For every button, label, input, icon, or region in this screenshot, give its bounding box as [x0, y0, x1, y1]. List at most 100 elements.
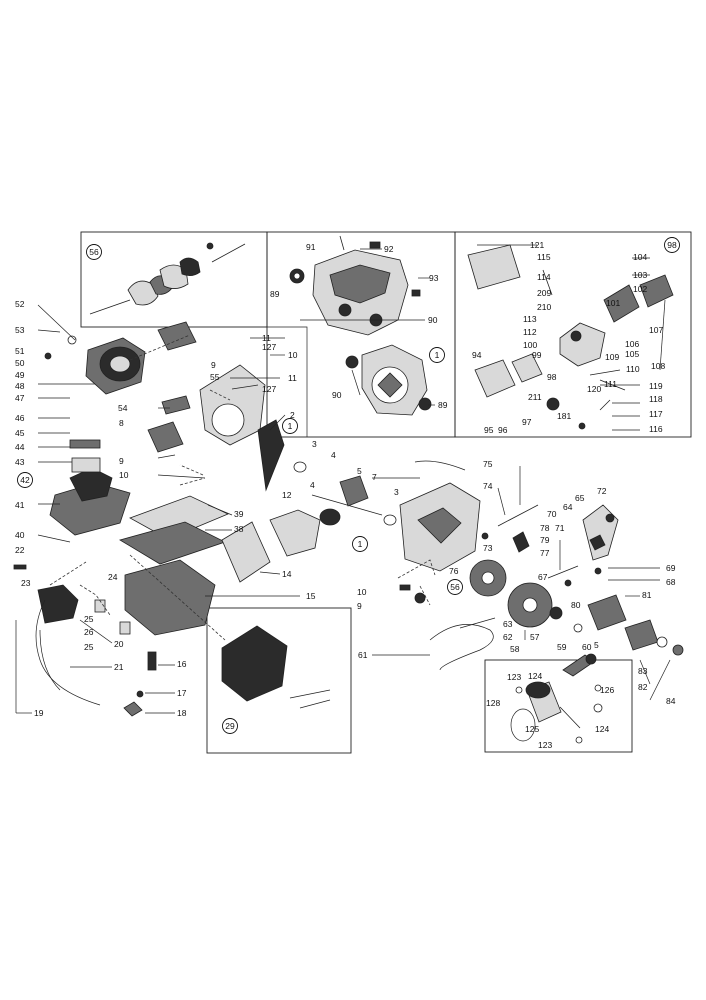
part-callout-95: 95: [484, 425, 494, 435]
part-callout-80: 80: [571, 600, 581, 610]
circled-reference-1: 1: [429, 347, 445, 363]
circled-reference-56: 56: [86, 244, 102, 260]
piston-kit: [510, 653, 603, 744]
part-callout-12: 12: [282, 490, 292, 500]
part-callout-116: 116: [649, 424, 663, 434]
part-callout-21: 21: [114, 662, 124, 672]
part-callout-3: 3: [394, 487, 399, 497]
part-callout-19: 19: [34, 708, 44, 718]
reference-circle: [282, 418, 298, 434]
part-callout-55: 55: [210, 372, 220, 382]
carburetor-inset-box: [454, 231, 692, 438]
part-callout-47: 47: [15, 393, 25, 403]
part-callout-108: 108: [651, 361, 665, 371]
part-callout-43: 43: [15, 457, 25, 467]
part-callout-60: 60: [582, 642, 592, 652]
part-callout-40: 40: [15, 530, 25, 540]
part-callout-72: 72: [597, 486, 607, 496]
air-filter-cover: [221, 625, 331, 709]
reference-number: 29: [225, 721, 235, 731]
part-callout-63: 63: [503, 619, 513, 629]
part-callout-62: 62: [503, 632, 513, 642]
part-callout-70: 70: [547, 509, 557, 519]
ignition-coil: [13, 564, 101, 706]
cylinder-assembly: [49, 439, 341, 717]
air-filter-inset-box: [206, 607, 352, 754]
part-callout-94: 94: [472, 350, 482, 360]
part-callout-18: 18: [177, 708, 187, 718]
reference-number: 98: [667, 240, 677, 250]
reference-number: 1: [435, 350, 440, 360]
part-callout-90: 90: [428, 315, 438, 325]
reference-number: 1: [288, 421, 293, 431]
part-callout-11: 11: [262, 333, 271, 343]
part-callout-25: 25: [84, 642, 94, 652]
part-callout-112: 112: [523, 327, 537, 337]
chain-brake-parts: [547, 504, 684, 656]
part-callout-9: 9: [119, 456, 124, 466]
part-callout-106: 106: [625, 339, 639, 349]
part-callout-123: 123: [507, 672, 521, 682]
part-callout-89: 89: [438, 400, 448, 410]
part-callout-105: 105: [625, 349, 639, 359]
part-callout-75: 75: [483, 459, 493, 469]
part-callout-41: 41: [15, 500, 25, 510]
part-callout-96: 96: [498, 425, 508, 435]
part-callout-38: 38: [234, 524, 244, 534]
reference-circle: [664, 237, 680, 253]
reference-circle: [86, 244, 102, 260]
part-callout-4: 4: [331, 450, 336, 460]
alignment-lines: [49, 334, 436, 641]
part-callout-97: 97: [522, 417, 532, 427]
part-callout-128: 128: [486, 698, 500, 708]
part-callout-74: 74: [483, 481, 493, 491]
part-callout-50: 50: [15, 358, 25, 368]
circled-reference-56: 56: [447, 579, 463, 595]
part-callout-65: 65: [575, 493, 585, 503]
part-callout-79: 79: [540, 535, 550, 545]
crankcase-half-upper: [289, 235, 421, 336]
part-callout-114: 114: [537, 272, 551, 282]
part-callout-91: 91: [306, 242, 316, 252]
circled-reference-1: 1: [352, 536, 368, 552]
part-callout-78: 78: [540, 523, 550, 533]
part-callout-69: 69: [666, 563, 676, 573]
part-callout-82: 82: [638, 682, 648, 692]
reference-number: 56: [450, 582, 460, 592]
part-callout-57: 57: [530, 632, 540, 642]
part-callout-3: 3: [312, 439, 317, 449]
part-callout-107: 107: [649, 325, 663, 335]
part-callout-23: 23: [21, 578, 31, 588]
part-callout-25: 25: [84, 614, 94, 624]
part-callout-8: 8: [119, 418, 124, 428]
part-callout-68: 68: [666, 577, 676, 587]
part-callout-209: 209: [537, 288, 551, 298]
part-callout-211: 211: [528, 392, 542, 402]
part-callout-81: 81: [642, 590, 652, 600]
part-callout-58: 58: [510, 644, 520, 654]
part-callout-46: 46: [15, 413, 25, 423]
part-callout-5: 5: [594, 640, 599, 650]
part-callout-64: 64: [563, 502, 573, 512]
part-callout-90: 90: [332, 390, 342, 400]
part-callout-11: 11: [288, 373, 297, 383]
part-callout-4: 4: [310, 480, 315, 490]
part-callout-45: 45: [15, 428, 25, 438]
part-callout-104: 104: [633, 252, 647, 262]
part-callout-14: 14: [282, 569, 292, 579]
part-callout-124: 124: [528, 671, 542, 681]
circled-reference-42: 42: [17, 472, 33, 488]
part-callout-48: 48: [15, 381, 25, 391]
part-callout-126: 126: [600, 685, 614, 695]
reference-circle: [447, 579, 463, 595]
fan-housing-parts: [147, 321, 285, 492]
carburetor-parts: [467, 244, 674, 430]
reference-number: 1: [358, 539, 363, 549]
crankshaft: [293, 460, 466, 526]
clutch-oil-pump: [399, 559, 583, 671]
reference-number: 42: [20, 475, 30, 485]
part-callout-181: 181: [557, 411, 571, 421]
